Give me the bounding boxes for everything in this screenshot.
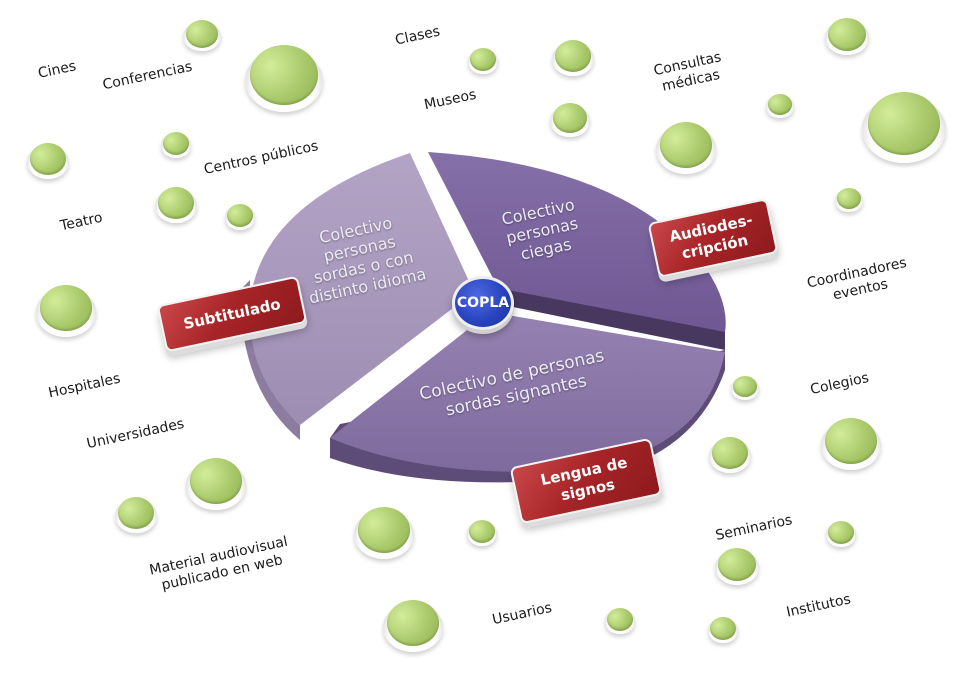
green-dot-icon — [835, 188, 863, 212]
green-dot-icon — [766, 94, 794, 118]
green-dot-icon — [552, 40, 594, 76]
green-dot-icon — [27, 143, 69, 179]
segment-ciegas-side — [498, 288, 725, 350]
green-dot-icon — [115, 497, 157, 533]
green-dot-icon — [155, 187, 197, 223]
green-dot-icon — [467, 48, 499, 74]
green-dot-icon — [655, 122, 717, 174]
green-dot-icon — [862, 92, 946, 163]
green-dot-icon — [707, 617, 739, 643]
green-dot-icon — [183, 20, 221, 52]
green-dot-icon — [224, 204, 256, 230]
green-dot-icon — [604, 608, 636, 634]
green-dot-icon — [731, 376, 759, 400]
green-dot-icon — [160, 132, 192, 158]
green-dot-icon — [820, 418, 882, 470]
green-dot-icon — [35, 285, 97, 337]
green-dot-icon — [824, 18, 870, 55]
green-dot-icon — [466, 520, 498, 546]
green-dot-icon — [550, 103, 590, 137]
green-dot-icon — [714, 548, 760, 585]
green-dot-icon — [382, 600, 444, 652]
green-dot-icon — [825, 521, 857, 547]
green-dot-icon — [185, 458, 247, 510]
segment-sordas-idioma — [250, 153, 474, 425]
green-dot-icon — [353, 507, 415, 559]
green-dot-icon — [709, 437, 751, 473]
green-dot-icon — [244, 45, 324, 113]
copla-center-button[interactable]: COPLA — [452, 276, 514, 330]
segment-signantes — [330, 312, 725, 472]
